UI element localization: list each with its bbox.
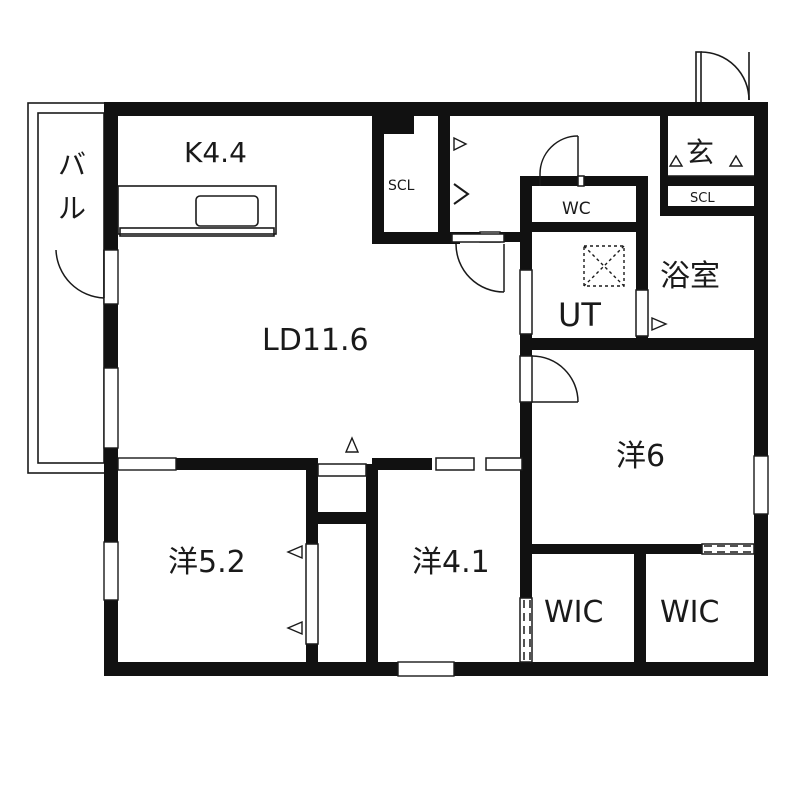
windows — [103, 231, 769, 677]
wic-left-label: WIC — [544, 595, 603, 630]
living-dining-label: LD11.6 — [262, 323, 369, 358]
bath-label: 浴室 — [660, 259, 720, 294]
kitchen-counter — [117, 185, 277, 237]
western-4-1-label: 洋4.1 — [412, 545, 490, 580]
ut-label: UT — [558, 296, 601, 334]
kitchen-label: K4.4 — [184, 136, 247, 169]
balcony-label-1: バ — [58, 148, 86, 181]
door-swings[interactable] — [55, 135, 755, 663]
scl-entrance-label: SCL — [690, 191, 715, 206]
western-6-label: 洋6 — [616, 439, 665, 474]
balcony-label-2: ル — [58, 192, 86, 225]
washer-space — [583, 245, 625, 287]
door-markers — [286, 136, 744, 636]
scl-main-label: SCL — [388, 178, 415, 194]
interior-walls — [176, 110, 768, 670]
wic-right-label: WIC — [660, 595, 719, 630]
exterior-walls — [104, 102, 768, 676]
entrance-label: 玄 — [686, 136, 714, 169]
wc-label: WC — [562, 199, 591, 219]
entrance-door[interactable] — [695, 51, 750, 105]
western-5-2-label: 洋5.2 — [168, 545, 246, 580]
